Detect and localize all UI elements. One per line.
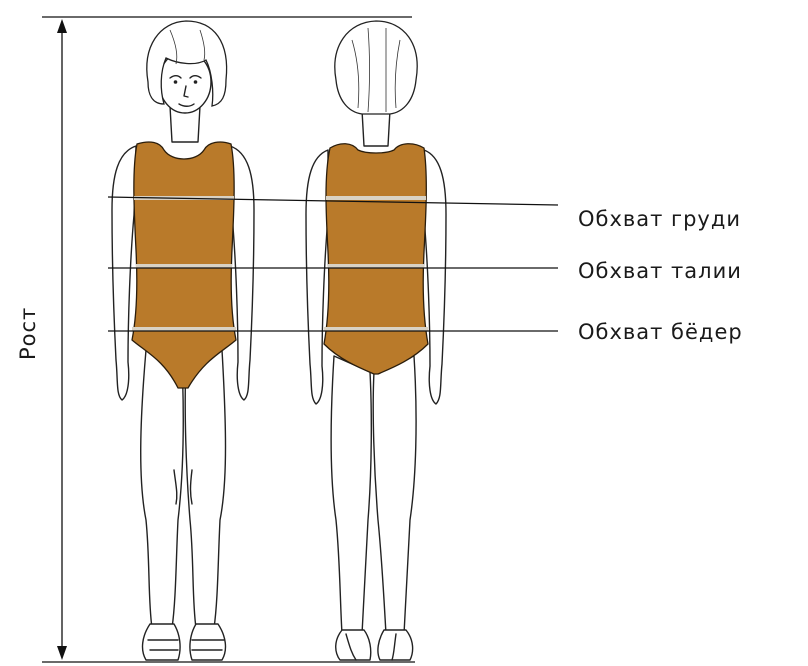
back-right-leg	[373, 356, 416, 634]
back-left-leg	[331, 356, 371, 634]
height-arrow-bottom	[57, 646, 67, 660]
front-figure	[112, 21, 254, 660]
back-figure	[306, 21, 446, 660]
back-leotard	[324, 144, 428, 374]
hips-label: Обхват бёдер	[578, 322, 743, 343]
front-right-shoe	[190, 624, 226, 660]
back-left-arm	[306, 150, 328, 404]
height-label: Рост	[18, 307, 39, 360]
height-arrow-top	[57, 19, 67, 33]
waist-label: Обхват талии	[578, 261, 742, 282]
back-hair	[335, 21, 417, 114]
chest-label: Обхват груди	[578, 209, 741, 230]
back-right-arm	[424, 150, 446, 404]
front-left-arm	[112, 146, 136, 400]
front-left-shoe	[143, 624, 181, 660]
